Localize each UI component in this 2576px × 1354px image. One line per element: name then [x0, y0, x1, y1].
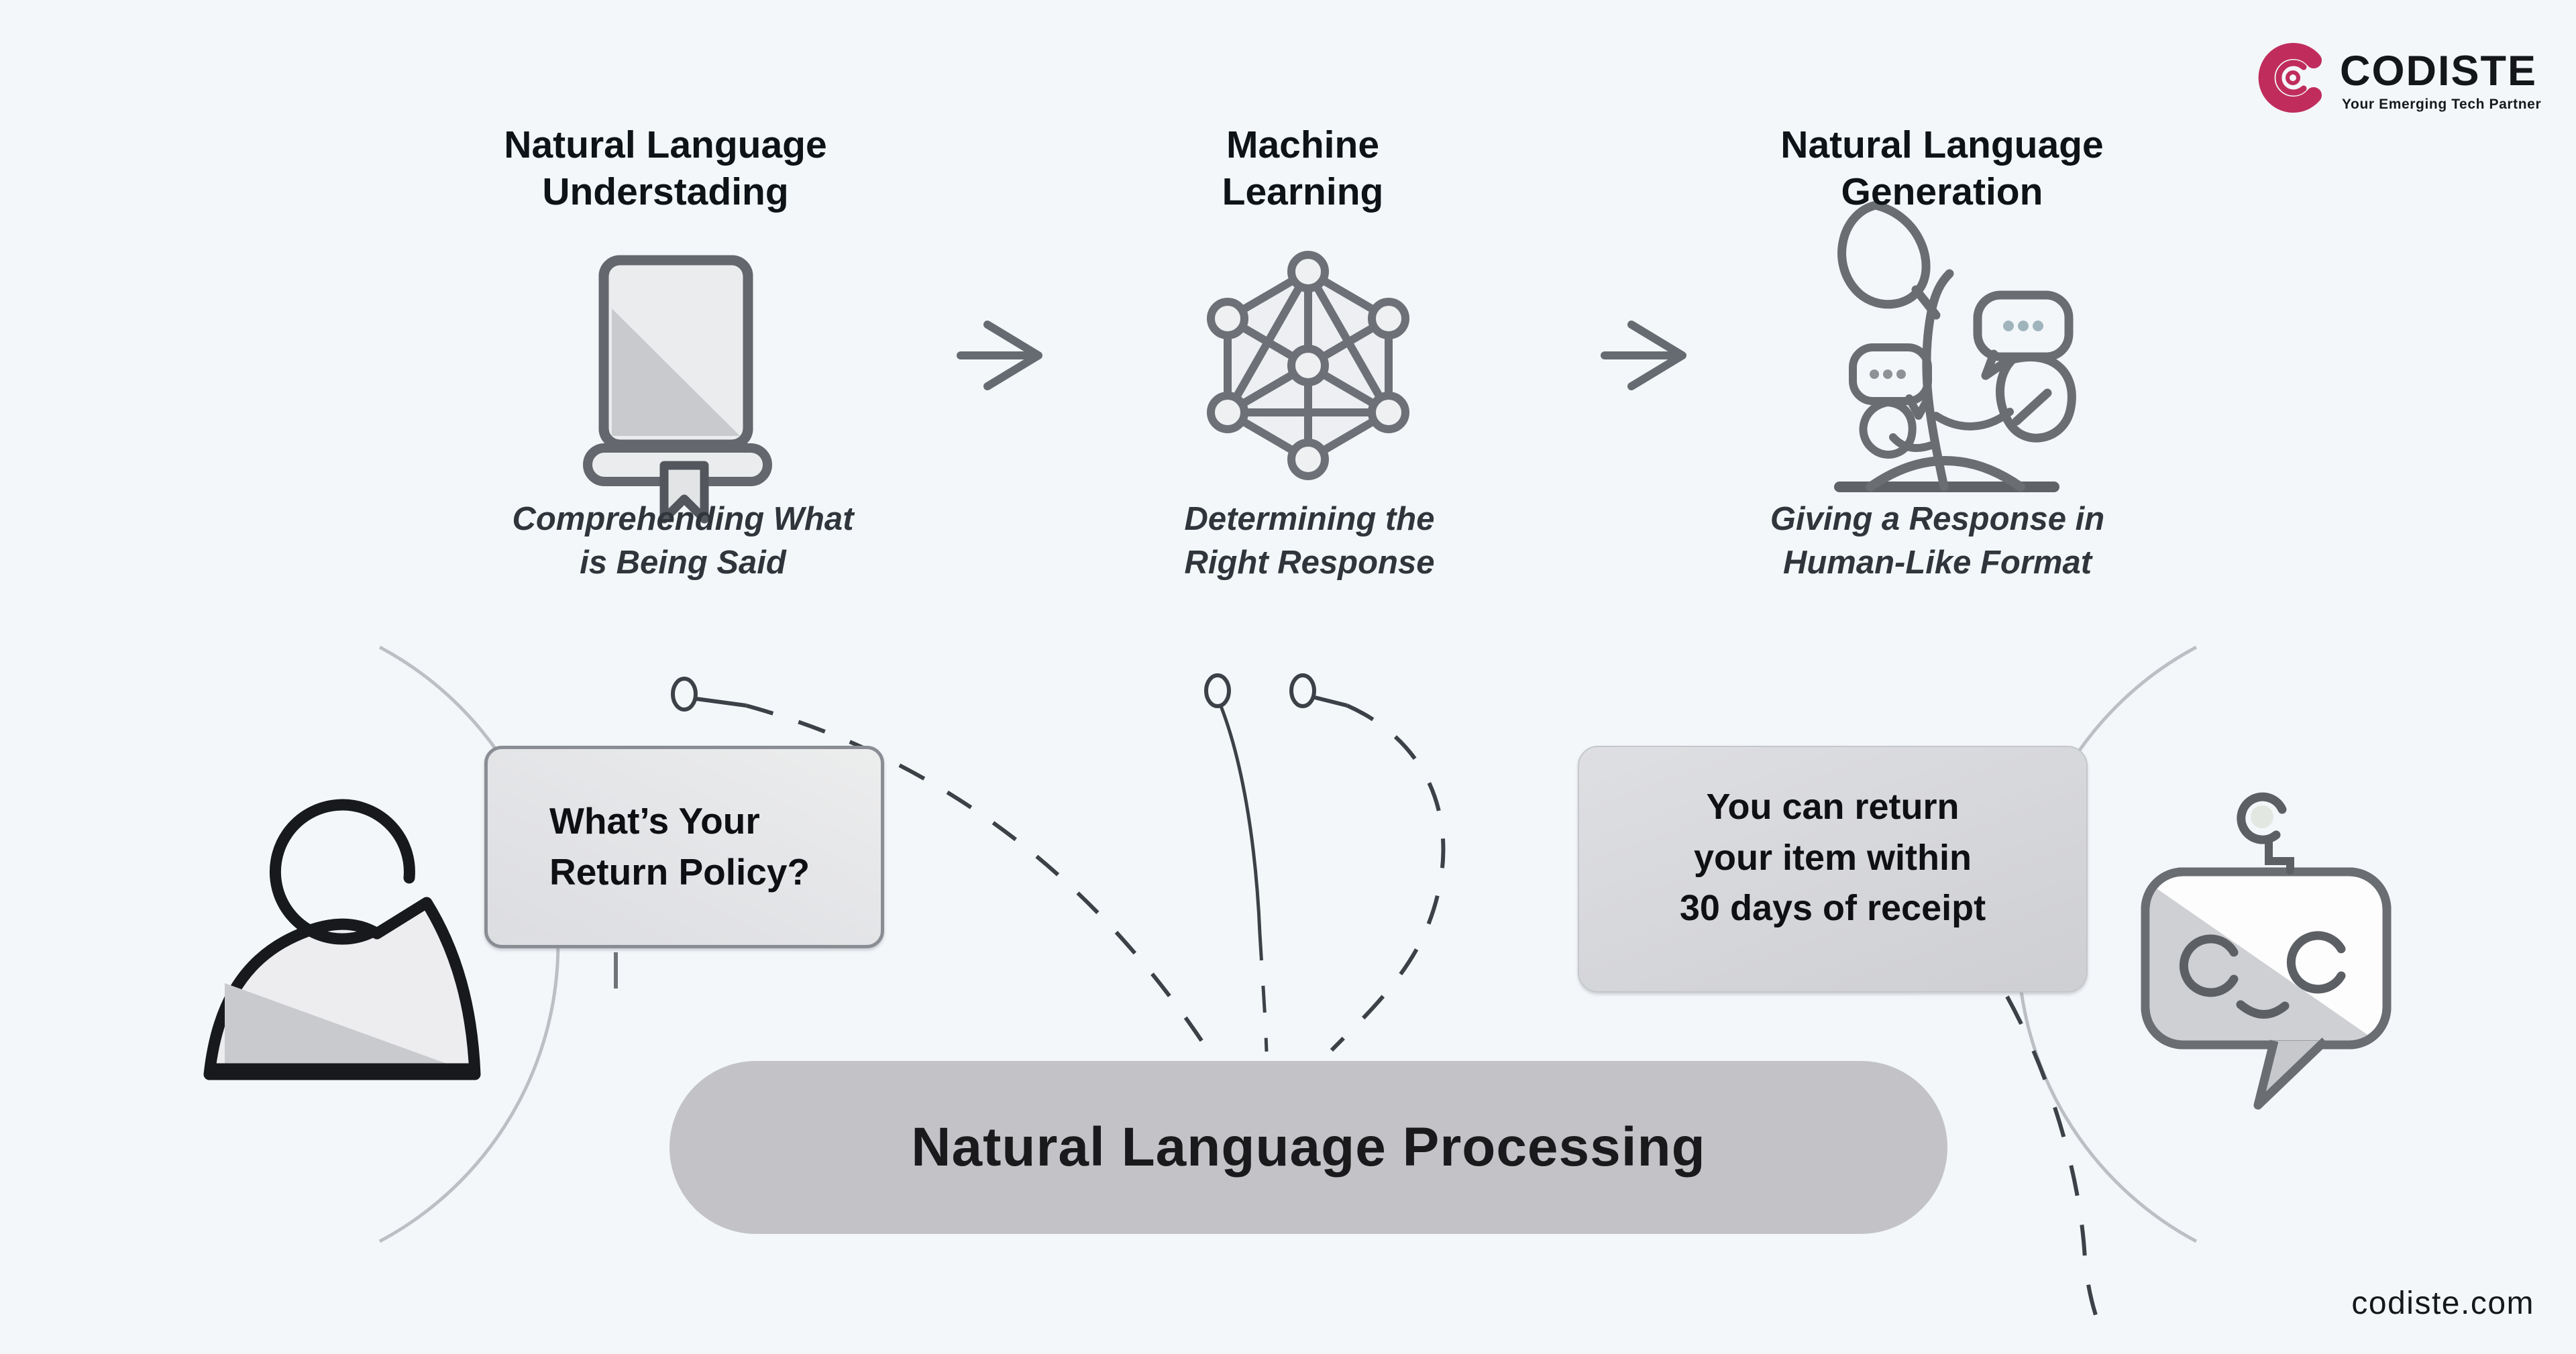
bot-antenna [2237, 792, 2287, 844]
caption-ml: Determining the Right Response [1184, 501, 1435, 581]
book-icon [583, 255, 772, 524]
connector-lines [671, 673, 2106, 1337]
connector-tail [1219, 706, 1262, 934]
connector-circle [1289, 673, 1316, 708]
dashed-path-bot [2005, 995, 2106, 1337]
bot-smile [2236, 1000, 2290, 1019]
user-speech-bubble: What’s Your Return Policy? [484, 746, 884, 948]
website-text: codiste.com [2351, 1286, 2534, 1321]
bot-left-eye [2179, 934, 2239, 997]
dashed-path-nlu [745, 703, 1211, 1053]
title-ml: Machine Learning [1222, 123, 1384, 213]
connector-circle [671, 677, 698, 712]
caption-nlg: Giving a Response in Human-Like Format [1770, 501, 2105, 581]
arrow-right-icon [957, 321, 1042, 390]
connector-circle [1204, 673, 1231, 708]
nlp-pill-label: Natural Language Processing [911, 1117, 1706, 1178]
bot-bubble-text: You can return [1706, 787, 1960, 827]
connector-tail [696, 697, 747, 708]
title-nlu: Natural Language Understading [504, 123, 827, 213]
arrow-right-icon [1601, 321, 1686, 390]
ml-network-icon [1207, 251, 1409, 480]
chatbot-icon [2141, 792, 2392, 1110]
dashed-path-nlg [1330, 703, 1446, 1052]
dashed-path-ml [1258, 933, 1269, 1052]
connector-tail [1314, 695, 1348, 708]
nlp-pill: Natural Language Processing [669, 1061, 1947, 1234]
plant-speech-icon [1834, 201, 2076, 492]
title-nlg: Natural Language Generation [1780, 123, 2104, 213]
user-head [269, 799, 415, 945]
user-icon [203, 799, 481, 1080]
codiste-logo-mark-icon [2258, 43, 2322, 113]
user-bubble-text: What’s Your [549, 800, 760, 842]
caption-nlu: Comprehending What is Being Said [512, 501, 854, 581]
bot-right-eye [2286, 931, 2346, 994]
logo-brand-text: CODISTE [2340, 48, 2538, 95]
codiste-logo: CODISTE Your Emerging Tech Partner [2254, 35, 2549, 122]
logo-tagline: Your Emerging Tech Partner [2342, 97, 2542, 112]
bot-speech-bubble: You can return your item within 30 days … [1578, 746, 2088, 993]
